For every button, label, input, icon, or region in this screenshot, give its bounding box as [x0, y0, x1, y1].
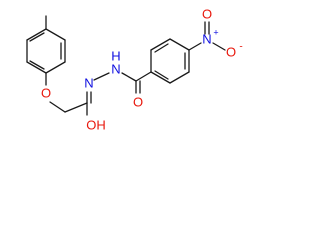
- bond-ring2-inner: [154, 70, 169, 80]
- bond-ring1: [45, 28, 66, 41]
- bond-oxygen-ch2: [49, 101, 66, 113]
- atom-hydrazone-nitrogen: N: [84, 75, 93, 90]
- bond-ring1: [26, 61, 47, 74]
- bond-ring1-inner: [29, 60, 45, 70]
- bond-n-n: [93, 72, 110, 81]
- bond-ring1-inner: [29, 32, 45, 42]
- nitro-oxygen-charge: -: [239, 42, 242, 53]
- bond-ch2-carbon: [64, 102, 88, 113]
- atom-amide-nitrogen: N: [111, 61, 120, 76]
- atom-nitro-oxygen-bottom: O: [226, 44, 236, 59]
- bond-nh-carbonyl: [121, 72, 137, 82]
- molecule-structure: O N OH N H O N + O O -: [26, 6, 243, 132]
- atom-nitro-oxygen-top: O: [202, 6, 212, 21]
- atom-amide-hydrogen: H: [111, 48, 120, 63]
- atom-hydroxyl: OH: [86, 117, 106, 132]
- structure-canvas: O N OH N H O N + O O -: [26, 6, 243, 132]
- bond-ring2: [150, 71, 171, 84]
- bond-ring1: [45, 61, 66, 74]
- bond-ring2: [150, 38, 171, 51]
- bond-ring-nitro: [188, 42, 202, 51]
- bond-ring2-inner: [154, 43, 169, 53]
- bond-ring1: [26, 28, 47, 41]
- bonds: [26, 15, 226, 116]
- bond-ring2: [169, 71, 190, 84]
- bond-carbonyl-ring: [135, 71, 152, 82]
- atom-ether-oxygen: O: [41, 85, 51, 100]
- nitro-nitrogen-charge: +: [213, 27, 218, 37]
- atom-labels: O N OH N H O N + O O -: [41, 6, 243, 132]
- atom-nitro-nitrogen: N: [202, 31, 211, 46]
- bond-ring2: [169, 38, 190, 51]
- bond-nitro-o-bottom: [212, 42, 226, 51]
- atom-carbonyl-oxygen: O: [133, 94, 143, 109]
